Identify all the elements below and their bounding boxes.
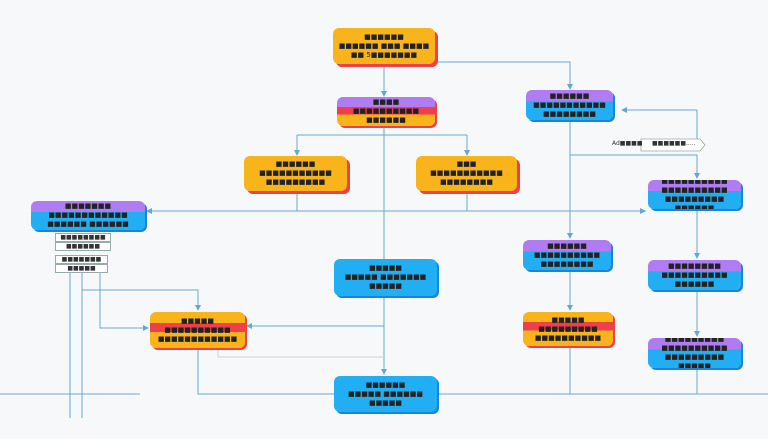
node-text: ■■■■■■■■■■■: [430, 169, 503, 177]
node-text: ■■■: [456, 160, 477, 168]
node-text: ■■■■■■■■■: [538, 324, 598, 333]
node-text: ■■■■■■■■■■: [164, 325, 231, 334]
node-text: ■■■■■■■■■: [664, 194, 725, 203]
node-text: ■■■■■■■■■: [664, 338, 725, 343]
node-text: ■■■■■■■■: [440, 178, 493, 186]
node-text: ■■■■■■■■■■■■: [157, 334, 238, 343]
annotation-label: Ad■■■■: [612, 140, 643, 147]
annotation-arrow-text: ■■■■■■.....: [652, 140, 696, 147]
node-text: ■■■■■■■■: [543, 109, 596, 118]
node-text: ■■■■■■■■: [668, 261, 721, 270]
node-text: ■■■■■ ■■■■■■: [348, 389, 423, 398]
node-text: ■■■■■■: [365, 380, 406, 389]
node-text: ■■■■■■■■■■: [352, 107, 420, 115]
node-text: ■■■■■■■■■: [265, 178, 326, 186]
node-text: ■■■■■■■■■■: [533, 250, 601, 259]
node-text: ■■■■■■■■■■: [661, 180, 728, 185]
node-text: ■■■■■ ■■■■■■■: [344, 273, 427, 281]
node-text: ■■■■■: [368, 398, 403, 407]
node-text: ■■■■■■■■■: [664, 353, 725, 361]
node-text: ■■■■■■■■■■: [661, 344, 728, 352]
node-right-col-2[interactable]: ■■■■■■■■■■■■■■■■■■■■■■■■: [648, 260, 741, 290]
node-center-blue[interactable]: ■■■■■■■■■■ ■■■■■■■■■■■■: [334, 259, 437, 296]
node-text: ■■■■■■: [674, 203, 715, 210]
node-text: ■■■■■■: [674, 279, 715, 288]
small-box: ■■■■■■■: [55, 255, 108, 264]
node-mid-right-blue[interactable]: ■■■■■■■■■■■■■■■■■■■■■■■■: [523, 240, 611, 270]
node-text: ■■■■■■: [366, 116, 406, 124]
edge: [570, 154, 700, 179]
node-text: ■■■■■: [368, 282, 403, 290]
node-text: ■■■■■■■■■■■: [259, 169, 332, 177]
node-text: ■■■■■■■■■■■■: [48, 211, 128, 219]
node-right-col-3[interactable]: ■■■■■■■■■■■■■■■■■■■■■■■■■■■■■■■■■: [648, 338, 741, 368]
node-text: ■■ 5■■■■■■■: [350, 50, 418, 59]
node-text: ■■■■■: [368, 264, 403, 272]
edge: [82, 289, 201, 311]
node-left-lower[interactable]: ■■■■■■■■■■■■■■■■■■■■■■■■■■■: [150, 312, 245, 348]
node-text: ■■■■■: [677, 362, 712, 368]
node-text: ■■■■■■: [549, 91, 590, 100]
edge: [437, 368, 698, 395]
node-text: ■■■■■■■: [64, 202, 112, 210]
node-right-mid[interactable]: ■■■■■■■■■■■■■■■■■■■■■■: [416, 156, 517, 191]
node-mid-right-orange[interactable]: ■■■■■■■■■■■■■■■■■■■■■■■■: [523, 312, 613, 346]
node-text: ■■■■■■■■■■: [534, 333, 602, 342]
node-right-col-1[interactable]: ■■■■■■■■■■■■■■■■■■■■■■■■■■■■■■■■■■■: [648, 180, 741, 209]
edge: [435, 61, 573, 90]
node-bottom-blue[interactable]: ■■■■■■■■■■■ ■■■■■■■■■■■: [334, 376, 437, 412]
edge: [99, 273, 149, 331]
node-left-mid[interactable]: ■■■■■■■■■■■■■■■■■■■■■■■■■■: [244, 156, 347, 191]
small-box: ■■■■■■■■: [55, 233, 111, 242]
node-right-top[interactable]: ■■■■■■■■■■■■■■■■■■■■■■■■■: [526, 90, 613, 120]
node-text: ■■■■: [372, 98, 400, 106]
node-text: ■■■■■■ ■■■ ■■■■: [338, 41, 430, 50]
node-left-purple[interactable]: ■■■■■■■■■■■■■■■■■■■■■■■■■ ■■■■■■: [31, 201, 145, 230]
small-box: ■■■■■: [55, 264, 108, 273]
node-text: ■■■■■■■■: [540, 259, 594, 268]
node-text: ■■■■■■■■■■■: [533, 100, 606, 109]
node-text: ■■■■■■■■■■: [661, 185, 728, 194]
node-second[interactable]: ■■■■■■■■■■■■■■■■■■■■: [337, 97, 435, 126]
edge: [217, 348, 384, 358]
node-text: ■■■■■■: [364, 32, 404, 41]
node-text: ■■■■■■ ■■■■■■: [47, 220, 129, 228]
node-text: ■■■■■■■■■■: [661, 270, 728, 279]
node-top[interactable]: ■■■■■■■■■■■■ ■■■ ■■■■■■ 5■■■■■■■: [333, 28, 435, 64]
arrow-shape: [640, 138, 706, 152]
node-text: ■■■■■: [180, 316, 215, 325]
node-text: ■■■■■■: [275, 160, 316, 168]
node-text: ■■■■■■: [547, 241, 587, 250]
node-text: ■■■■■: [551, 315, 585, 324]
edge: [197, 348, 334, 395]
small-box: ■■■■■■: [55, 242, 111, 251]
